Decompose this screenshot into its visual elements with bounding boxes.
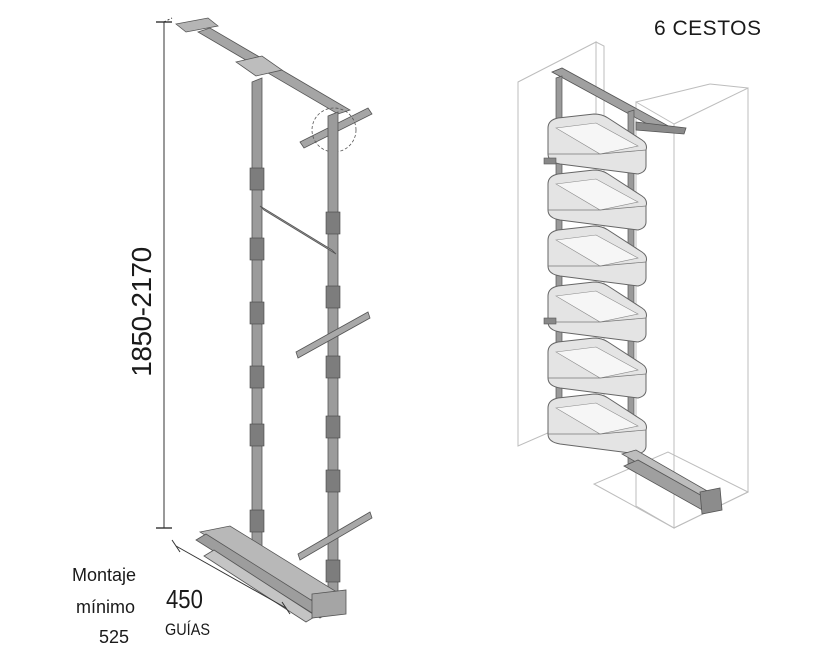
cabinet-bottom-rails xyxy=(620,449,723,515)
basket-2 xyxy=(547,169,647,231)
mounting-label-line2: mínimo xyxy=(76,597,136,617)
basket-4 xyxy=(547,281,647,343)
side-brackets xyxy=(543,157,557,325)
guides-label: GUÍAS xyxy=(165,620,210,639)
height-dimension-line xyxy=(156,17,173,529)
height-dimension-label: 1850-2170 xyxy=(126,247,157,377)
baskets-group xyxy=(547,113,647,455)
basket-5 xyxy=(547,337,647,399)
cabinet-assembled-view xyxy=(517,41,750,529)
bottom-guide-rails xyxy=(195,525,347,623)
baskets-count-label: 6 CESTOS xyxy=(654,17,762,40)
mounting-label-line1: Montaje xyxy=(72,565,137,585)
frame-exploded-view xyxy=(156,17,373,623)
top-mounting-bracket xyxy=(175,17,373,153)
mounting-min-value: 525 xyxy=(99,627,130,647)
basket-3 xyxy=(547,225,647,287)
cross-bars xyxy=(259,205,373,561)
basket-1 xyxy=(547,113,647,175)
top-rail xyxy=(551,67,687,135)
guide-length-dimension xyxy=(171,539,291,615)
guides-length-value: 450 xyxy=(166,584,203,614)
post-connectors xyxy=(249,167,341,583)
basket-6 xyxy=(547,393,647,455)
